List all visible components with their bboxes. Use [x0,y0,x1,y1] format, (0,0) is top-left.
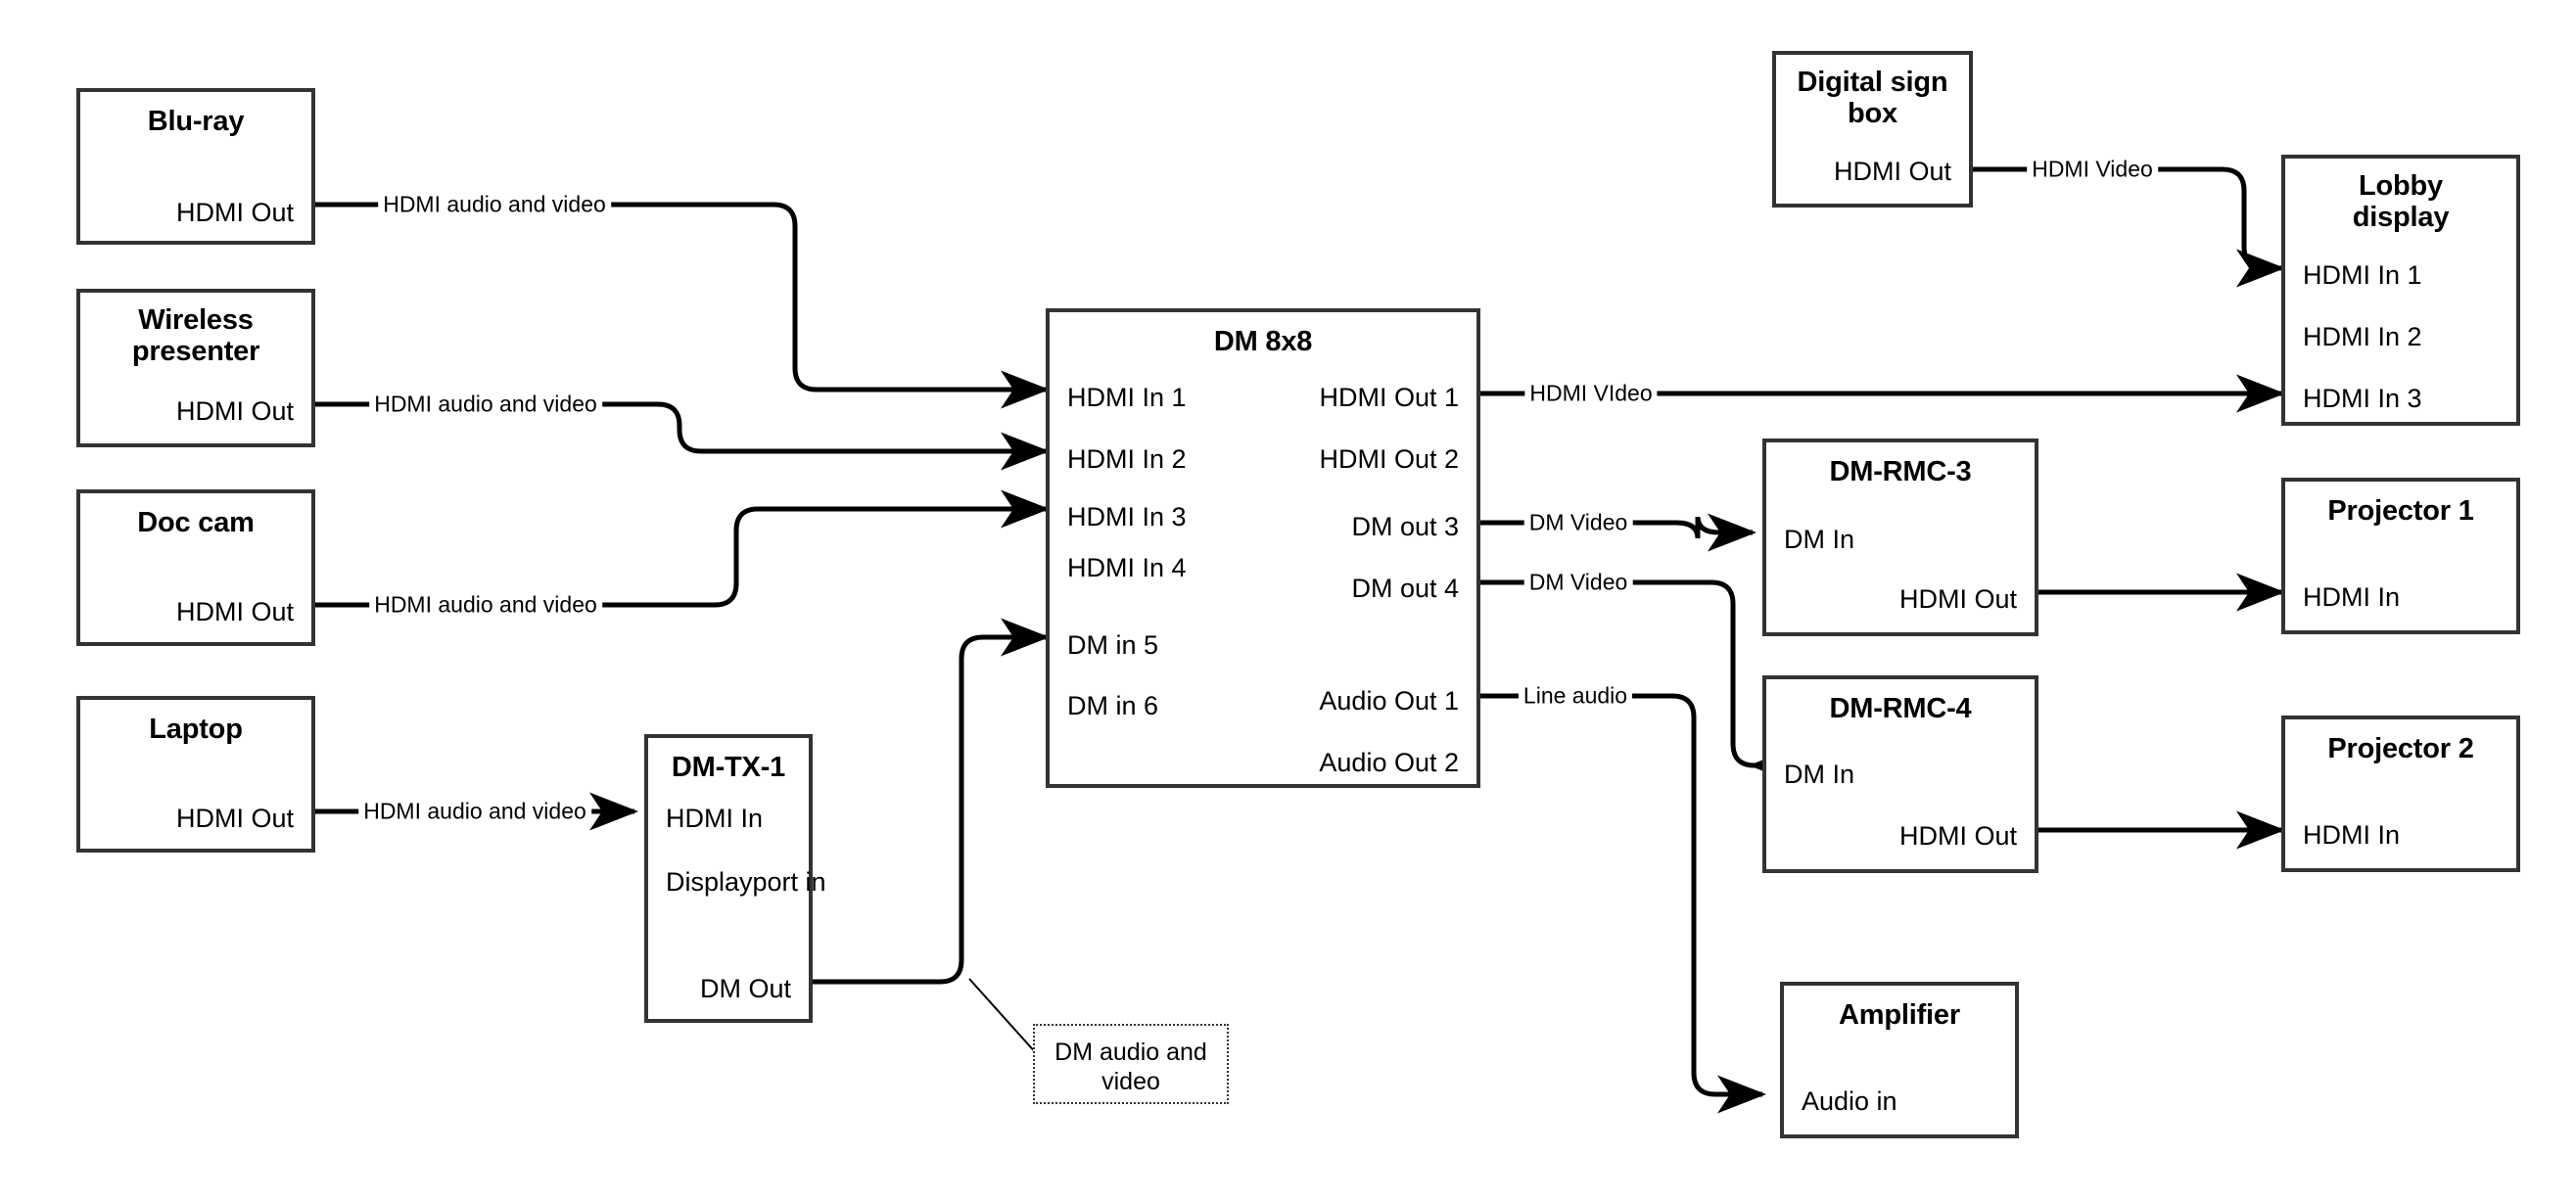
node-laptop[interactable]: Laptop HDMI Out [76,696,315,853]
callout-dm-audio-and-video: DM audio and video [1033,1024,1229,1104]
node-title: DM 8x8 [1213,326,1313,357]
node-title: Amplifier [1839,999,1960,1031]
wire-label-hdmiout1-to-lobby3: HDMI VIdeo [1524,382,1658,405]
port-dm-tx-1-hdmi-in[interactable]: HDMI In [666,804,764,833]
port-dm-8x8-audio-out-2[interactable]: Audio Out 2 [1319,748,1459,777]
callout-text: DM audio and video [1054,1039,1207,1095]
port-projector-1-hdmi-in[interactable]: HDMI In [2303,582,2401,612]
port-dm-rmc-3-dm-in[interactable]: DM In [1784,525,1855,554]
wire-blu-ray-to-in1 [315,202,1051,409]
node-title: Doc cam [137,507,255,538]
port-dm-tx-1-displayport-in[interactable]: Displayport in [666,867,826,897]
port-dm-8x8-hdmi-out-1[interactable]: HDMI Out 1 [1319,383,1459,412]
wire-label-dmout3-to-rmc3: DM Video [1523,511,1633,534]
port-lobby-display-hdmi-in-2[interactable]: HDMI In 2 [2303,322,2422,351]
wire-label-laptop-to-dmtx: HDMI audio and video [358,800,591,823]
node-digital-sign-box[interactable]: Digital sign box HDMI Out [1772,51,1973,208]
node-title: Blu-ray [147,106,245,137]
node-title: DM-TX-1 [671,752,786,783]
node-title: Laptop [149,714,243,745]
port-wireless-presenter-hdmi-out[interactable]: HDMI Out [175,396,294,426]
wire-signbox-to-lobby1 [1973,166,2286,288]
wire-label-blu-ray-to-in1: HDMI audio and video [378,193,611,216]
node-title: Projector 1 [2327,495,2474,527]
node-title: DM-RMC-4 [1829,693,1972,724]
port-dm-8x8-dm-out-3[interactable]: DM out 3 [1351,512,1459,541]
node-projector-1[interactable]: Projector 1 HDMI In [2281,478,2520,634]
node-title: Digital sign box [1797,67,1948,130]
port-blu-ray-hdmi-out[interactable]: HDMI Out [175,198,294,227]
port-lobby-display-hdmi-in-3[interactable]: HDMI In 3 [2303,384,2422,413]
node-lobby-display[interactable]: Lobby display HDMI In 1 HDMI In 2 HDMI I… [2281,155,2520,426]
port-dm-8x8-dm-in-6[interactable]: DM in 6 [1067,691,1159,720]
port-dm-8x8-hdmi-out-2[interactable]: HDMI Out 2 [1319,444,1459,474]
node-title: Wireless presenter [131,304,260,368]
port-dm-rmc-3-hdmi-out[interactable]: HDMI Out [1898,584,2017,614]
callout-leader-line [968,978,1039,1056]
node-dm-tx-1[interactable]: DM-TX-1 HDMI In Displayport in DM Out [644,734,826,1023]
node-dm-rmc-3[interactable]: DM-RMC-3 DM In HDMI Out [1762,439,2038,636]
port-doc-cam-hdmi-out[interactable]: HDMI Out [175,597,294,626]
port-dm-tx-1-dm-out[interactable]: DM Out [699,974,791,1003]
port-dm-8x8-hdmi-in-4[interactable]: HDMI In 4 [1067,553,1187,582]
node-projector-2[interactable]: Projector 2 HDMI In [2281,716,2520,872]
wire-label-wireless-to-in2: HDMI audio and video [369,393,602,416]
port-dm-8x8-hdmi-in-1[interactable]: HDMI In 1 [1067,383,1187,412]
port-digital-sign-box-hdmi-out[interactable]: HDMI Out [1833,157,1951,186]
wire-label-audioout1-to-amp: Line audio [1518,684,1633,708]
port-dm-rmc-4-hdmi-out[interactable]: HDMI Out [1898,821,2017,851]
wire-label-dmout4-to-rmc4: DM Video [1523,571,1633,594]
port-dm-8x8-dm-in-5[interactable]: DM in 5 [1067,630,1159,660]
port-amplifier-audio-in[interactable]: Audio in [1802,1086,1897,1116]
wire-dmtx-to-dmin5 [813,618,1051,985]
port-dm-8x8-dm-out-4[interactable]: DM out 4 [1351,574,1459,603]
node-blu-ray[interactable]: Blu-ray HDMI Out [76,88,315,245]
wire-dmout4-to-rmc4 [1480,579,1798,785]
wire-label-signbox-to-lobby1: HDMI Video [2027,158,2158,181]
wire-doccam-to-in3 [315,489,1051,608]
port-laptop-hdmi-out[interactable]: HDMI Out [175,804,294,833]
port-lobby-display-hdmi-in-1[interactable]: HDMI In 1 [2303,260,2422,290]
node-doc-cam[interactable]: Doc cam HDMI Out [76,489,315,646]
node-title: Lobby display [2352,170,2450,234]
node-amplifier[interactable]: Amplifier Audio in [1780,982,2019,1138]
port-dm-rmc-4-dm-in[interactable]: DM In [1784,760,1855,789]
node-wireless-presenter[interactable]: Wireless presenter HDMI Out [76,289,315,447]
port-dm-8x8-audio-out-1[interactable]: Audio Out 1 [1319,686,1459,716]
wire-label-doccam-to-in3: HDMI audio and video [369,593,602,617]
port-dm-8x8-hdmi-in-2[interactable]: HDMI In 2 [1067,444,1187,474]
node-title: DM-RMC-3 [1829,456,1972,487]
node-title: Projector 2 [2327,733,2474,764]
wire-audioout1-to-amp [1480,693,1767,1114]
node-dm-8x8[interactable]: DM 8x8 HDMI In 1 HDMI In 2 HDMI In 3 HDM… [1046,308,1480,788]
port-dm-8x8-hdmi-in-3[interactable]: HDMI In 3 [1067,502,1187,531]
node-dm-rmc-4[interactable]: DM-RMC-4 DM In HDMI Out [1762,675,2038,873]
port-projector-2-hdmi-in[interactable]: HDMI In [2303,820,2401,850]
